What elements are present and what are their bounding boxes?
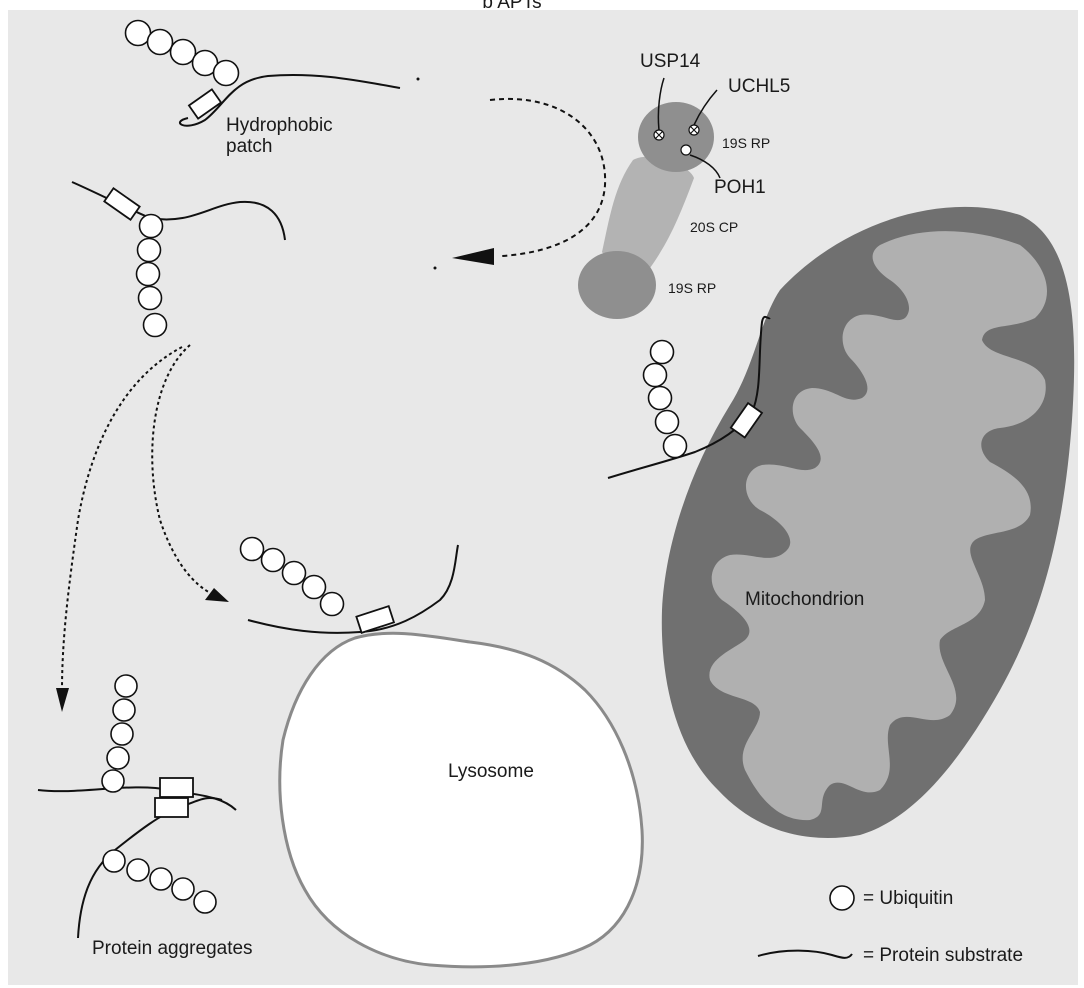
ubiquitin-circle <box>303 576 326 599</box>
legend-ubiquitin-icon <box>830 886 854 910</box>
dot <box>434 267 437 270</box>
proteasome-19s-top <box>638 102 714 172</box>
ubiquitin-circle <box>102 770 124 792</box>
hydrophobic-patch-label: Hydrophobic <box>226 115 333 136</box>
ubiquitin-circle <box>651 341 674 364</box>
legend-ubiquitin-label: = Ubiquitin <box>863 888 953 909</box>
ubiquitin-circle <box>664 435 687 458</box>
usp14-site <box>654 130 664 140</box>
ubiquitin-circle <box>172 878 194 900</box>
rp-bottom-label: 19S RP <box>668 280 716 296</box>
ubiquitin-circle <box>144 314 167 337</box>
ubiquitin-circle <box>111 723 133 745</box>
ubiquitin-circle <box>103 850 125 872</box>
ubiquitin-circle <box>113 699 135 721</box>
ubiquitin-circle <box>107 747 129 769</box>
ubiquitin-circle <box>139 287 162 310</box>
ubiquitin-circle <box>262 549 285 572</box>
ubiquitin-circle <box>127 859 149 881</box>
legend-substrate-label: = Protein substrate <box>863 945 1023 966</box>
ubiquitin-circle <box>214 61 239 86</box>
proteasome-19s-bottom <box>578 251 656 319</box>
ubiquitin-circle <box>138 239 161 262</box>
hydrophobic-patch-box <box>155 798 188 817</box>
rp-top-label: 19S RP <box>722 135 770 151</box>
usp14-label: USP14 <box>640 51 701 72</box>
ubiquitin-circle <box>241 538 264 561</box>
ubiquitin-circle <box>150 868 172 890</box>
ubiquitin-circle <box>171 40 196 65</box>
poh1-site <box>681 145 691 155</box>
mitochondrion-label: Mitochondrion <box>745 589 864 610</box>
cp-label: 20S CP <box>690 219 738 235</box>
uchl5-site <box>689 125 699 135</box>
ubiquitin-circle <box>137 263 160 286</box>
ubiquitin-circle <box>321 593 344 616</box>
poh1-label: POH1 <box>714 177 766 198</box>
dot <box>417 78 420 81</box>
hydrophobic-patch-box <box>160 778 193 797</box>
ubiquitin-circle <box>644 364 667 387</box>
ubiquitin-circle <box>140 215 163 238</box>
protein-aggregates-label: Protein aggregates <box>92 938 253 959</box>
uchl5-label: UCHL5 <box>728 76 790 97</box>
hydrophobic-patch-label-2: patch <box>226 136 272 157</box>
lysosome-label: Lysosome <box>448 761 534 782</box>
ubiquitin-circle <box>148 30 173 55</box>
ubiquitin-circle <box>115 675 137 697</box>
ubiquitin-circle <box>656 411 679 434</box>
ubiquitin-circle <box>649 387 672 410</box>
ubiquitin-circle <box>283 562 306 585</box>
ubiquitin-circle <box>194 891 216 913</box>
